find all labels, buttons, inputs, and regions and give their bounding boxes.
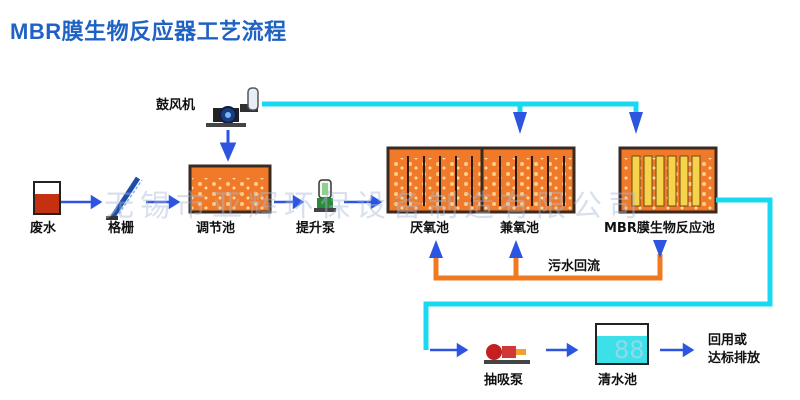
blower-to-equalization-arrow-icon (219, 130, 237, 162)
anaerobic-label: 厌氧池 (410, 220, 449, 236)
number-watermark: 88 (614, 336, 645, 364)
lower-flow-arrows (430, 342, 695, 358)
anaerobic-facultative-tank (386, 146, 576, 214)
diagram-title: MBR膜生物反应器工艺流程 (10, 19, 287, 44)
recycle-label: 污水回流 (548, 258, 600, 274)
lift-pump-label: 提升泵 (296, 220, 335, 236)
air-arrow-facultative-icon (513, 112, 527, 134)
screen-label: 格栅 (108, 220, 134, 236)
lift-pump-icon (314, 179, 336, 212)
company-watermark: 无锡市亚辉环保设备制造有限公司 (104, 189, 644, 224)
facultative-label: 兼氧池 (500, 220, 539, 236)
recycle-arrow-facultative-icon (509, 240, 523, 258)
mbr-label: MBR膜生物反应池 (604, 220, 715, 236)
equalization-tank (188, 164, 272, 214)
wastewater-label: 废水 (30, 220, 57, 236)
blower-label: 鼓风机 (156, 97, 195, 113)
equalization-label: 调节池 (196, 220, 235, 236)
blower-icon (206, 87, 259, 127)
recycle-arrow-mbr-icon (653, 240, 667, 258)
air-supply-line (262, 101, 639, 112)
wastewater-tank-icon (33, 181, 61, 215)
mbr-tank (618, 146, 718, 214)
clear-water-tank (595, 323, 649, 365)
membrane-modules-icon (631, 155, 701, 207)
suction-pump-label: 抽吸泵 (484, 372, 523, 388)
effluent-line (423, 197, 773, 350)
screen-icon (106, 176, 143, 220)
suction-pump-icon (484, 344, 530, 364)
clear-water-label: 清水池 (598, 372, 637, 388)
main-flow-arrows (60, 194, 383, 210)
air-arrow-mbr-icon (629, 112, 643, 134)
reuse-label: 回用或 (708, 332, 747, 348)
discharge-label: 达标排放 (708, 350, 761, 366)
recycle-arrow-anaerobic-icon (429, 240, 443, 258)
